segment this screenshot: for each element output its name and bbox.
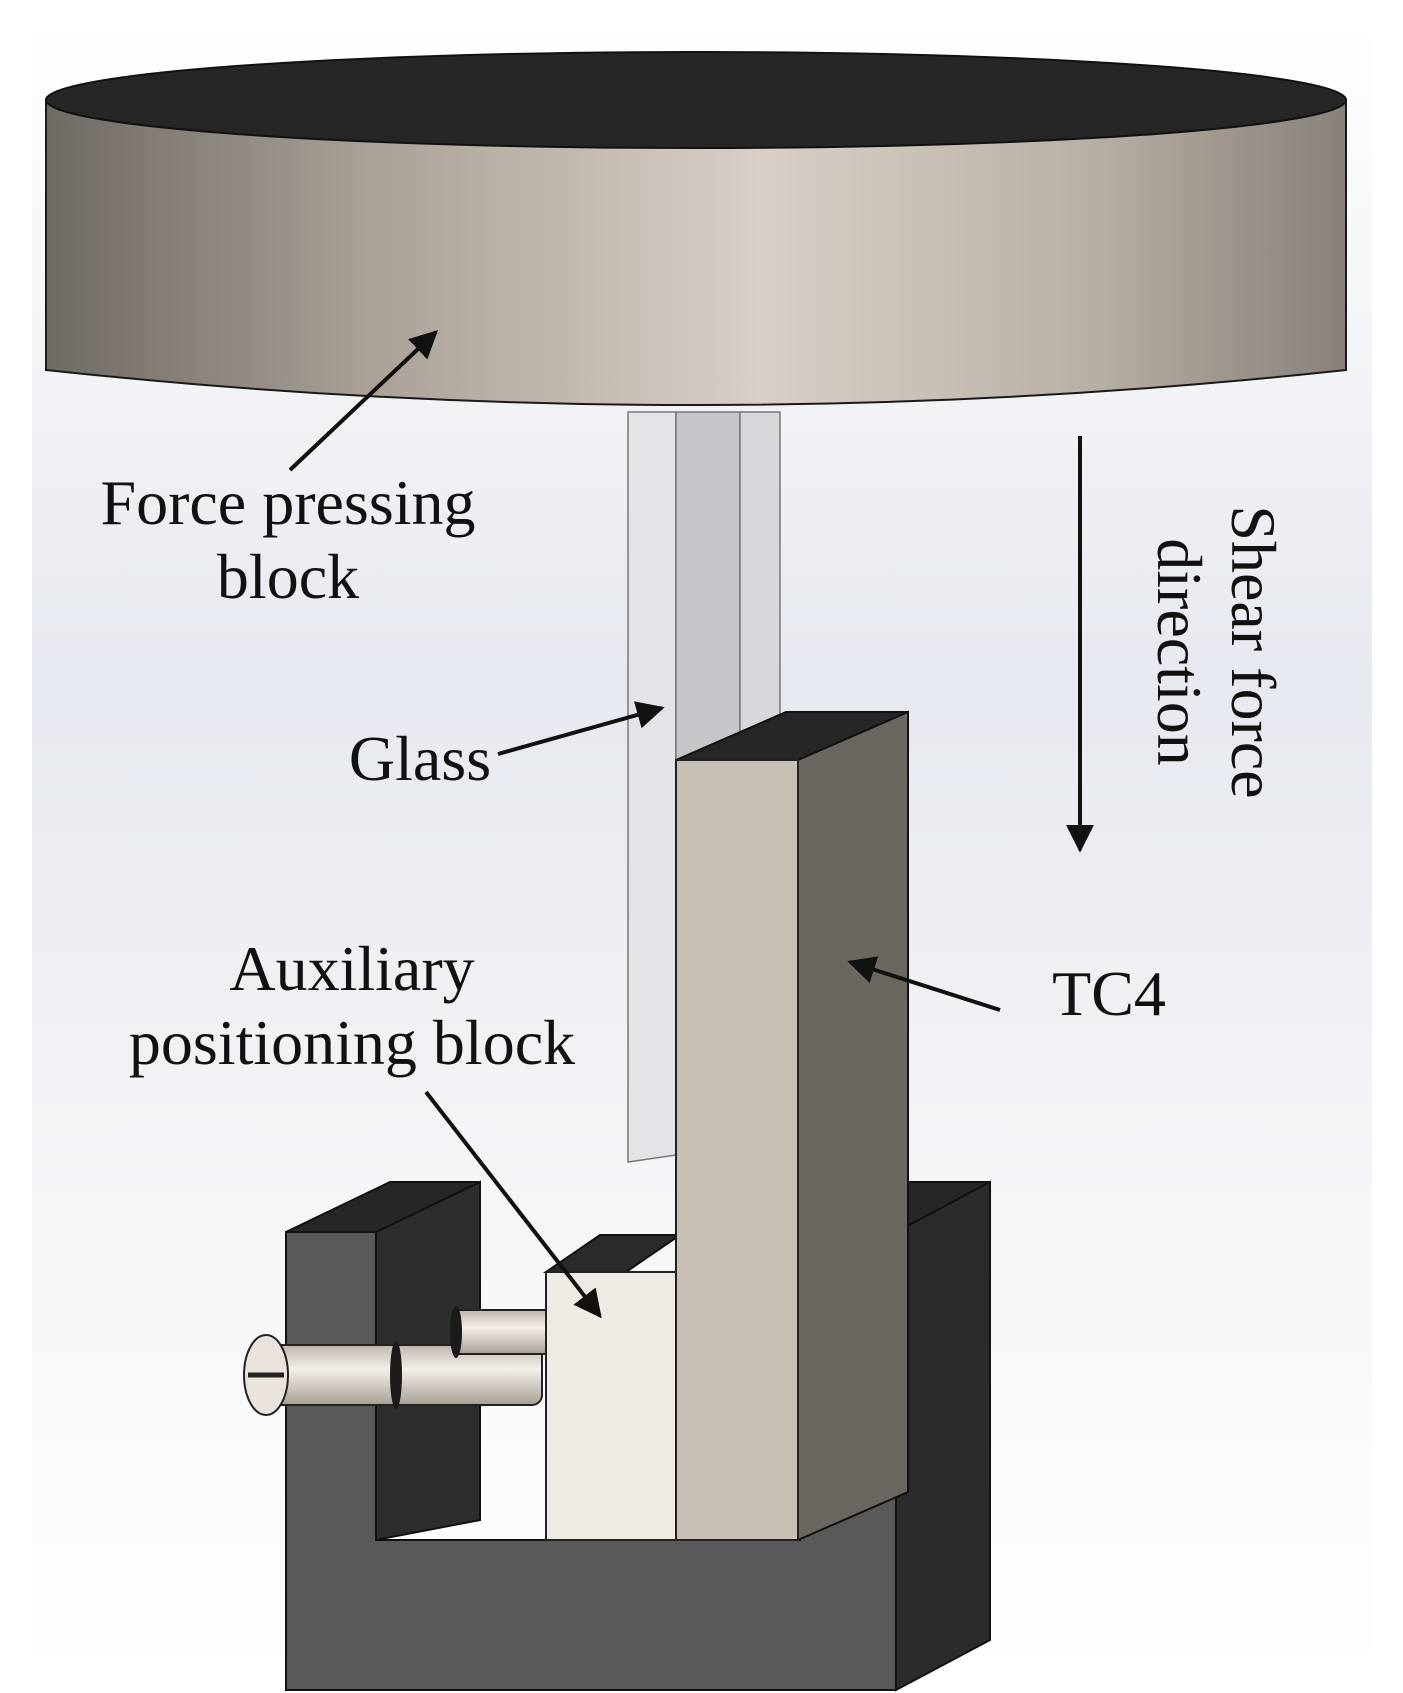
force-pressing-block: [45, 51, 1347, 406]
shear-label-line1: Shear force: [1218, 505, 1289, 798]
glass-leader-arrow: [497, 701, 665, 756]
shear-label-line2: direction: [1144, 538, 1215, 765]
shear-label-group: Shear force direction: [1144, 505, 1289, 798]
aux-leader-arrow: [424, 1090, 602, 1319]
force-block-label-line2: block: [217, 541, 359, 612]
screw: [243, 1334, 543, 1416]
tc4-block: [675, 710, 909, 1542]
tc4-label: TC4: [1052, 958, 1166, 1029]
tc4-leader-arrow: [847, 956, 1001, 1012]
force-block-leader-arrow: [288, 330, 439, 472]
auxiliary-positioning-block: [542, 1234, 684, 1541]
force-block-label-line1: Force pressing: [100, 467, 475, 538]
aux-label-line1: Auxiliary: [229, 933, 474, 1004]
pin: [450, 1306, 553, 1358]
glass-label: Glass: [349, 723, 491, 794]
aux-label-line2: positioning block: [129, 1007, 575, 1078]
